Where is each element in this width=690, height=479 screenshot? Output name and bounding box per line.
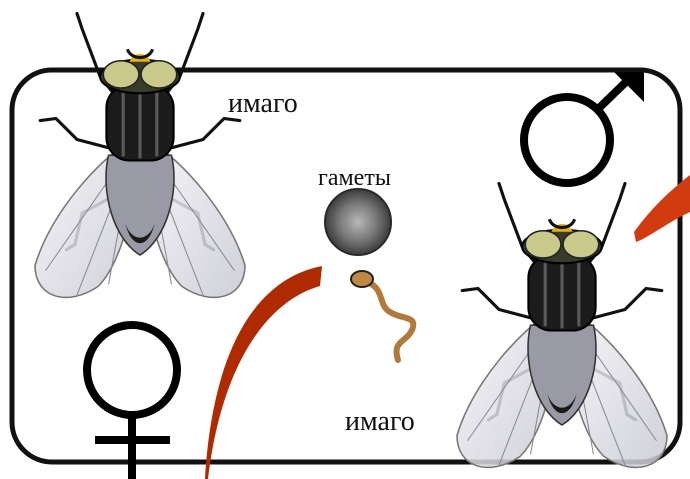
venus-icon <box>87 325 177 479</box>
sperm-cell-icon <box>351 271 413 360</box>
label-gametes: гаметы <box>318 165 391 191</box>
female-fly-icon <box>35 14 245 298</box>
egg-cell-icon <box>325 189 391 255</box>
label-imago-female: имаго <box>228 88 298 119</box>
arrow-arc-left <box>205 266 322 479</box>
male-fly-icon <box>457 184 667 468</box>
mars-icon <box>524 72 644 183</box>
label-imago-male: имаго <box>345 406 415 437</box>
